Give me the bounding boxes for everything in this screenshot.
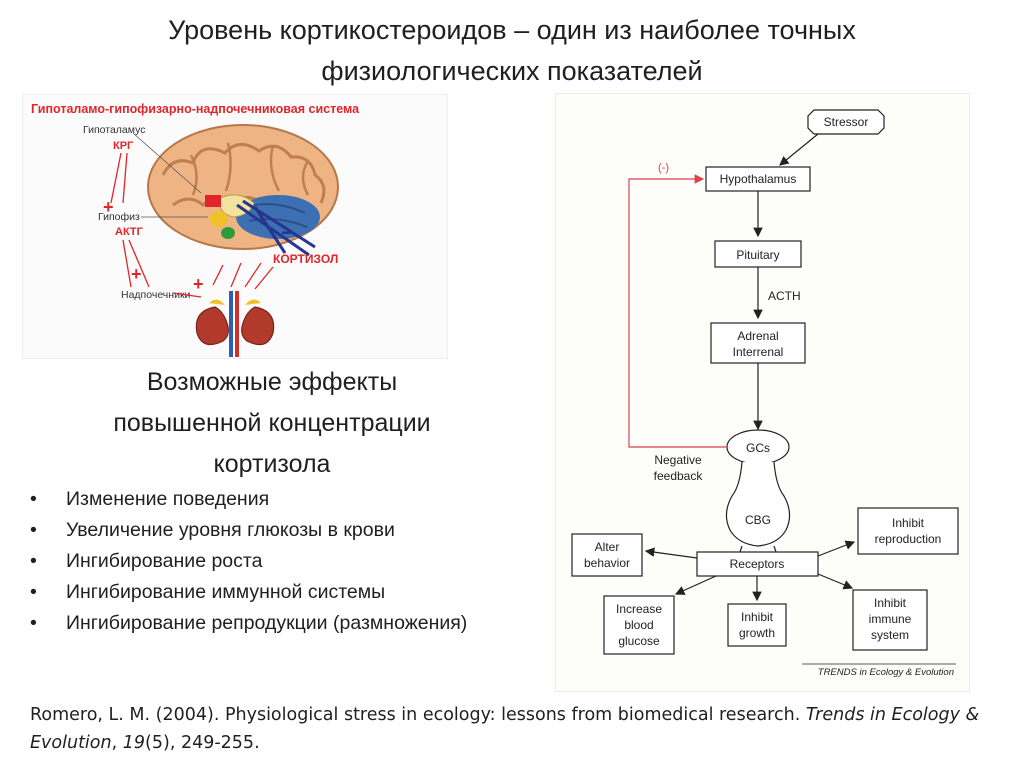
effects-heading-line-1: Возможные эффекты [146,368,398,396]
cbg-node [725,461,791,547]
adrenal-label-1: Adrenal [737,329,778,343]
hypothalamus-node [705,166,811,192]
negative-feedback-line [628,174,727,448]
citation-text: Romero, L. M. (2004). Physiological stre… [30,705,801,725]
adrenal-label-2: Interrenal [733,345,784,359]
acth-label: ACTH [768,289,801,303]
immune-label-3: system [871,628,909,642]
increase-glucose-node [603,595,675,655]
slide-title: Уровень кортикостероидов – один из наибо… [60,10,964,92]
label-cortisol: КОРТИЗОЛ [273,252,338,266]
label-hypothalamus: Гипоталамус [83,124,145,136]
growth-label-1: Inhibit [741,610,774,624]
growth-label-2: growth [739,626,775,640]
effects-heading-line-2: повышенной концентрации [113,409,431,437]
title-line-1: Уровень кортикостероидов – один из наибо… [168,15,856,45]
glucose-label-1: Increase [616,602,662,616]
alter-behavior-node [571,533,643,577]
inhibit-immune-node [852,589,928,651]
repro-label-2: reproduction [875,532,942,546]
figure-source: TRENDS in Ecology & Evolution [818,667,954,678]
plus-sign-2: + [131,264,142,284]
plus-sign-1: + [103,197,114,217]
label-adrenals: Надпочечники [121,289,191,301]
receptors-label: Receptors [730,557,785,571]
list-item: Увеличение уровня глюкозы в крови [30,515,500,546]
hpa-brain-illustration: Гипоталамо-гипофизарно-надпочечниковая с… [22,94,448,359]
negative-feedback-label-1: Negative [654,453,702,467]
citation-rest: (5), 249-255. [145,733,260,753]
plus-sign-3: + [193,274,204,294]
kidneys-icon [195,291,275,357]
list-item: Ингибирование репродукции (размножения) [30,608,500,639]
list-item: Ингибирование иммунной системы [30,577,500,608]
stressor-node [807,109,885,135]
alter-label-1: Alter [595,540,620,554]
pituitary-label: Pituitary [736,248,779,262]
minus-sign: − [281,220,294,245]
title-line-2: физиологических показателей [321,56,703,86]
effects-heading-line-3: кортизола [213,450,331,478]
inhibit-reproduction-node [857,507,959,555]
stressor-label: Stressor [824,115,869,129]
immune-label-1: Inhibit [874,596,907,610]
citation: Romero, L. M. (2004). Physiological stre… [30,705,980,753]
glucose-label-3: glucose [618,634,660,648]
hpa-flowchart: Stressor Hypothalamus Pituitary ACTH Adr… [555,93,970,692]
gcs-label: GCs [746,441,770,455]
cbg-label: CBG [745,513,771,527]
alter-label-2: behavior [584,556,630,570]
glucose-label-2: blood [624,618,653,632]
citation-volume: 19 [122,733,146,753]
label-crh: КРГ [113,140,134,152]
label-acth: АКТГ [115,226,144,238]
pituitary-node [714,240,802,268]
list-item: Ингибирование роста [30,546,500,577]
citation-journal: Trends in Ecology & Evolution [30,705,980,753]
immune-label-2: immune [869,612,912,626]
brain-figure-heading: Гипоталамо-гипофизарно-надпочечниковая с… [31,102,360,116]
inhibit-growth-node [727,603,787,647]
effects-list: Изменение поведения Увеличение уровня гл… [30,484,500,639]
repro-label-1: Inhibit [892,516,925,530]
hypothalamus-label: Hypothalamus [720,172,797,186]
list-item: Изменение поведения [30,484,500,515]
label-pituitary: Гипофиз [98,211,140,223]
receptors-node [696,551,819,577]
negative-feedback-label-2: feedback [654,469,704,483]
brain-icon [147,124,339,250]
effects-heading: Возможные эффекты повышенной концентраци… [56,362,488,485]
inhibit-sign-label: (-) [658,162,669,174]
adrenal-node [710,322,806,364]
